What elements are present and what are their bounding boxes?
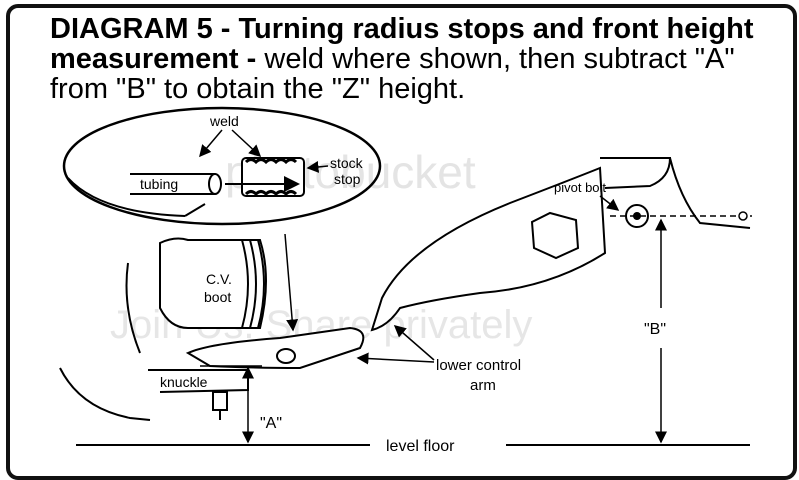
cv-boot-shape [159, 237, 267, 329]
label-boot: boot [204, 289, 231, 305]
weld-arrow-right [231, 129, 262, 158]
title-bold: DIAGRAM 5 - Turning radius stops and fro… [50, 13, 754, 75]
weld-arrow-left [199, 129, 223, 158]
lca-arrow-front [356, 352, 435, 365]
stop-bolt [276, 348, 296, 364]
lca-arrow-rear [393, 325, 435, 361]
label-stop: stop [334, 171, 361, 187]
stop-callout-line [284, 233, 299, 332]
label-stock: stock [330, 155, 364, 171]
detail-inset-ellipse [62, 106, 382, 226]
weld-bead-bottom [244, 190, 298, 197]
hex-bolt-head [530, 211, 580, 260]
label-level-floor: level floor [386, 438, 455, 455]
weld-bead-top [244, 158, 298, 165]
label-cv: C.V. [206, 271, 232, 287]
cv-boot-ribs [241, 239, 265, 329]
label-tubing: tubing [140, 176, 178, 192]
stock-stop-arrow [306, 160, 329, 173]
label-knuckle: knuckle [160, 374, 208, 390]
label-weld: weld [209, 113, 239, 129]
tubing-end [208, 173, 222, 195]
label-pivot-bolt: pivot bolt [554, 180, 606, 195]
diagram-title: DIAGRAM 5 - Turning radius stops and fro… [50, 14, 780, 104]
diagram-drawing: photobucket Join Us. Share privately wel… [59, 106, 752, 455]
inset-arm-curve [67, 177, 186, 217]
label-measure-b: "B" [644, 321, 666, 338]
ball-joint-nut [212, 391, 228, 411]
label-lower-control: lower control [436, 357, 521, 374]
pivot-bolt-arrow [599, 195, 620, 211]
diagram-frame: DIAGRAM 5 - Turning radius stops and fro… [6, 4, 797, 480]
lower-control-arm-rear [370, 166, 607, 332]
wheel-outline [59, 367, 151, 421]
label-measure-a: "A" [260, 415, 282, 432]
label-arm: arm [470, 377, 496, 394]
title-normal: weld where shown, then subtract "A" from… [50, 43, 735, 105]
